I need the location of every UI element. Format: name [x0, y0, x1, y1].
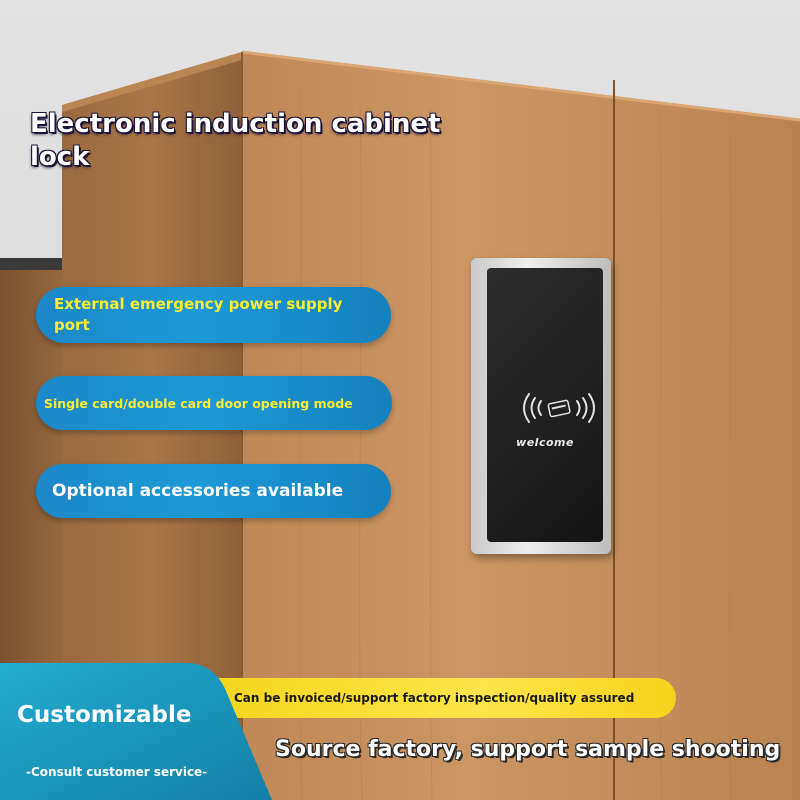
- customizable-label: Customizable: [17, 702, 192, 728]
- page-title: Electronic induction cabinet lock: [30, 109, 441, 172]
- lock-face-panel: welcome: [487, 268, 603, 542]
- feature-card-mode-text: Single card/double card door opening mod…: [44, 395, 353, 411]
- feature-pill-accessories: Optional accessories available: [36, 464, 391, 518]
- assurance-text: Can be invoiced/support factory inspecti…: [234, 691, 635, 705]
- source-factory-text: Source factory, support sample shooting: [275, 737, 781, 762]
- cabinet-lock-device: welcome: [471, 258, 611, 554]
- feature-pill-card-mode: Single card/double card door opening mod…: [36, 376, 392, 430]
- consult-service-label: -Consult customer service-: [26, 765, 208, 779]
- feature-pill-power-port: External emergency power supply port: [36, 287, 391, 343]
- feature-accessories-text: Optional accessories available: [52, 481, 344, 501]
- lock-welcome-label: welcome: [516, 436, 574, 449]
- rfid-card-waves-icon: [523, 393, 595, 423]
- customizable-badge: [0, 663, 272, 800]
- feature-power-port-text: External emergency power supply port: [54, 295, 343, 334]
- assurance-banner: Can be invoiced/support factory inspecti…: [200, 678, 676, 718]
